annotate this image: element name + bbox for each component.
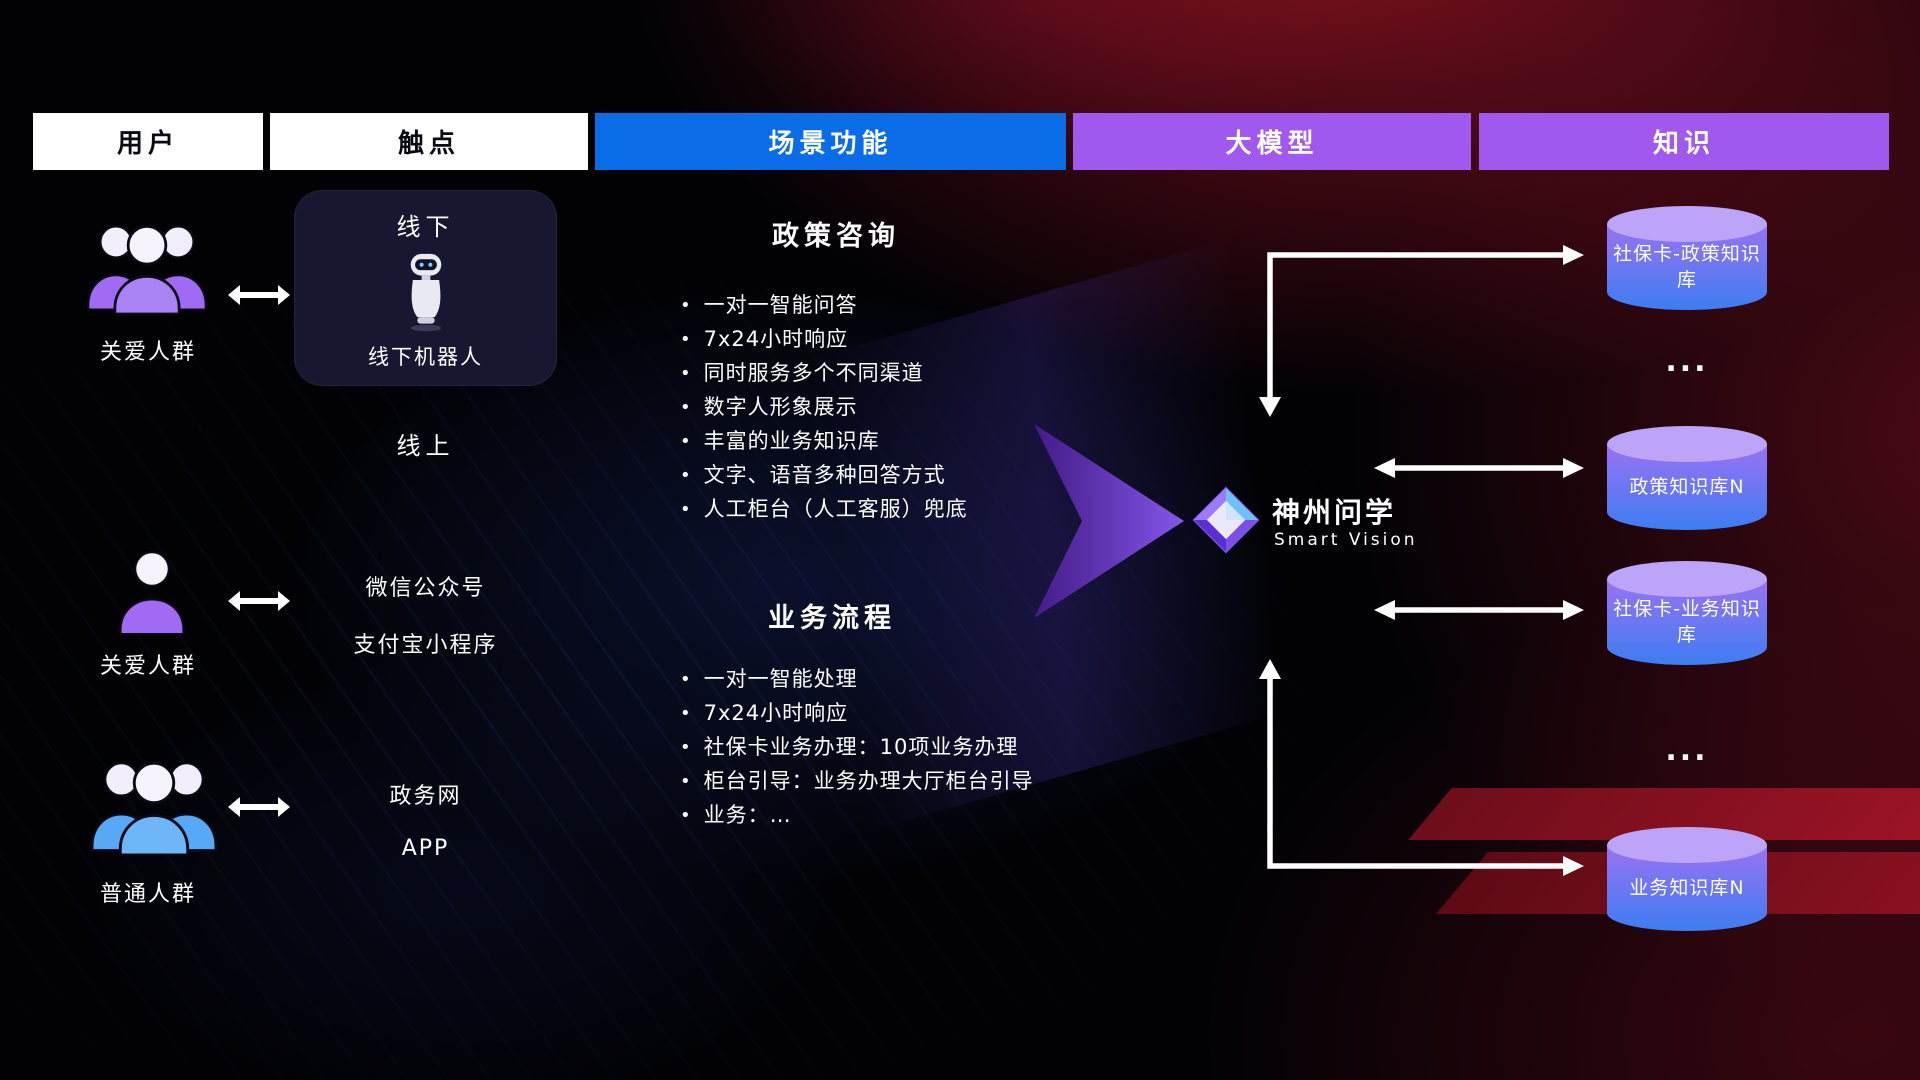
online-title: 线上 xyxy=(396,432,455,460)
double-arrow-icon xyxy=(228,797,290,817)
offline-robot-label: 线下机器人 xyxy=(368,345,483,369)
arrowhead-left-icon xyxy=(1374,600,1395,620)
feature-item: 业务：… xyxy=(680,799,1034,833)
user-group-label: 关爱人群 xyxy=(99,340,196,365)
column-header-model: 大模型 xyxy=(1073,113,1471,170)
feature-item: 社保卡业务办理：10项业务办理 xyxy=(680,731,1034,765)
feature-item: 丰富的业务知识库 xyxy=(680,425,968,459)
feature-item: 一对一智能问答 xyxy=(680,289,968,323)
people-group-icon xyxy=(87,225,207,314)
arrowhead-right-icon xyxy=(1563,458,1584,478)
scene-policy-title: 政策咨询 xyxy=(772,221,900,252)
double-arrow-icon xyxy=(228,285,290,305)
offline-touchpoint-card: 线下 线下机器人 xyxy=(294,190,557,386)
background-diagonal-streaks xyxy=(0,280,1330,1080)
feature-item: 7x24小时响应 xyxy=(680,323,968,357)
knowledge-db-policy-n: 政策知识库N xyxy=(1601,422,1773,534)
knowledge-db-ssc-policy: 社保卡-政策知识库 xyxy=(1601,202,1773,314)
column-header-knowledge: 知识 xyxy=(1479,113,1889,170)
knowledge-db-ssc-business: 社保卡-业务知识库 xyxy=(1601,557,1773,669)
scene-business-title: 业务流程 xyxy=(768,603,896,634)
feature-item: 一对一智能处理 xyxy=(680,663,1034,697)
db-label: 政策知识库N xyxy=(1629,476,1745,498)
flow-right-arrow xyxy=(1034,424,1184,618)
column-header-touchpoint: 触点 xyxy=(270,113,588,170)
connector-top-left-l-arrow xyxy=(1267,252,1566,398)
feature-item: 人工柜台（人工客服）兜底 xyxy=(680,493,968,527)
arrowhead-up-icon xyxy=(1259,659,1281,679)
touchpoint-alipay: 支付宝小程序 xyxy=(353,633,498,658)
double-arrow-icon xyxy=(228,591,290,611)
feature-item: 柜台引导：业务办理大厅柜台引导 xyxy=(680,765,1034,799)
user-group-label: 普通人群 xyxy=(99,882,196,907)
user-group-label: 关爱人群 xyxy=(99,654,196,679)
person-icon xyxy=(119,551,185,634)
people-group-icon xyxy=(91,761,217,855)
robot-icon xyxy=(410,253,441,331)
arrowhead-right-icon xyxy=(1563,856,1584,876)
scene-business-list: 一对一智能处理 7x24小时响应 社保卡业务办理：10项业务办理 柜台引导：业务… xyxy=(680,663,1034,833)
ellipsis: ... xyxy=(1665,733,1709,768)
scene-policy-list: 一对一智能问答 7x24小时响应 同时服务多个不同渠道 数字人形象展示 丰富的业… xyxy=(680,289,968,527)
db-label: 社保卡-业务知识库 xyxy=(1613,598,1761,646)
feature-item: 7x24小时响应 xyxy=(680,697,1034,731)
model-name: 神州问学 xyxy=(1272,496,1397,529)
offline-title: 线下 xyxy=(396,213,455,241)
db-label: 业务知识库N xyxy=(1629,877,1745,899)
feature-item: 同时服务多个不同渠道 xyxy=(680,357,968,391)
connector-bottom-l-arrow xyxy=(1267,678,1566,869)
feature-item: 数字人形象展示 xyxy=(680,391,968,425)
feature-item: 文字、语音多种回答方式 xyxy=(680,459,968,493)
knowledge-db-business-n: 业务知识库N xyxy=(1601,823,1773,935)
column-header-scene: 场景功能 xyxy=(595,113,1066,170)
arrowhead-down-icon xyxy=(1259,397,1281,417)
smart-vision-logo-icon xyxy=(1192,486,1260,554)
arrowhead-left-icon xyxy=(1374,458,1395,478)
touchpoint-wechat: 微信公众号 xyxy=(365,576,486,601)
touchpoint-app: APP xyxy=(401,836,450,861)
touchpoint-gov-web: 政务网 xyxy=(389,784,462,809)
model-subtitle: Smart Vision xyxy=(1274,530,1418,550)
arrowhead-right-icon xyxy=(1563,245,1584,265)
ellipsis: ... xyxy=(1665,344,1709,379)
column-header-users: 用户 xyxy=(33,113,263,170)
arrowhead-right-icon xyxy=(1563,600,1584,620)
db-label: 社保卡-政策知识库 xyxy=(1613,243,1761,291)
